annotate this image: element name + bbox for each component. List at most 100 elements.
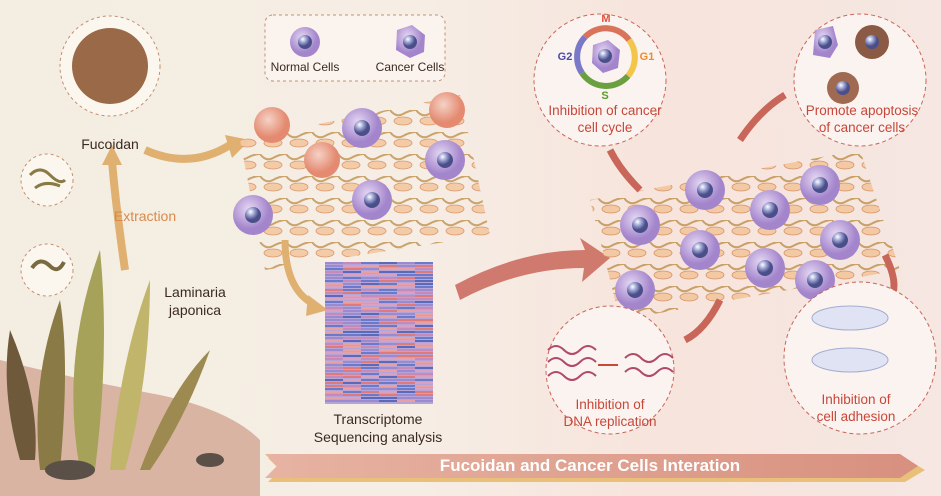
heatmap-cell	[343, 328, 361, 330]
heatmap-cell	[343, 334, 361, 336]
heatmap-cell	[361, 379, 379, 381]
heatmap-cell	[379, 400, 397, 402]
heatmap-cell	[379, 361, 397, 363]
heatmap-cell	[325, 352, 343, 354]
heatmap-cell	[415, 394, 433, 396]
phase-g1-label: G1	[639, 51, 655, 63]
heatmap-cell	[397, 283, 415, 285]
heatmap-cell	[361, 388, 379, 390]
heatmap-cell	[325, 310, 343, 312]
heatmap-cell	[415, 289, 433, 291]
heatmap-cell	[325, 391, 343, 393]
adhesion-label-line2: cell adhesion	[816, 409, 896, 424]
heatmap-cell	[361, 343, 379, 345]
heatmap-cell	[325, 322, 343, 324]
heatmap-cell	[361, 349, 379, 351]
heatmap-cell	[343, 388, 361, 390]
heatmap-cell	[325, 271, 343, 273]
heatmap-cell	[415, 397, 433, 399]
heatmap-cell	[397, 331, 415, 333]
extraction-label: Extraction	[113, 208, 177, 224]
heatmap-cell	[325, 400, 343, 402]
heatmap-cell	[415, 262, 433, 264]
heatmap-cell	[343, 310, 361, 312]
heatmap-cell	[415, 274, 433, 276]
heatmap-cell	[343, 286, 361, 288]
heatmap-cell	[343, 301, 361, 303]
heatmap-cell	[361, 355, 379, 357]
heatmap-cell	[415, 310, 433, 312]
heatmap-cell	[343, 355, 361, 357]
heatmap-cell	[343, 391, 361, 393]
heatmap-cell	[415, 316, 433, 318]
heatmap-cell	[379, 334, 397, 336]
nucleus-icon	[692, 242, 708, 258]
heatmap-cell	[397, 277, 415, 279]
heatmap-cell	[379, 355, 397, 357]
heatmap-cell	[343, 340, 361, 342]
heatmap-cell	[361, 301, 379, 303]
heatmap-cell	[343, 268, 361, 270]
heatmap-cell	[415, 379, 433, 381]
heatmap-cell	[415, 313, 433, 315]
heatmap-cell	[361, 370, 379, 372]
phase-m-label: M	[601, 13, 611, 25]
nucleus-icon	[832, 232, 848, 248]
heatmap-cell	[397, 361, 415, 363]
heatmap-cell	[343, 295, 361, 297]
heatmap-cell	[397, 286, 415, 288]
heatmap-cell	[343, 394, 361, 396]
fucoidan-powder-icon	[72, 28, 148, 104]
heatmap-cell	[325, 295, 343, 297]
heatmap-cell	[415, 301, 433, 303]
heatmap-cell	[415, 376, 433, 378]
phase-s-label: S	[601, 90, 609, 102]
heatmap-cell	[379, 397, 397, 399]
heatmap-cell	[343, 325, 361, 327]
heatmap-cell	[343, 352, 361, 354]
cell-cycle-label-line2: cell cycle	[577, 120, 633, 135]
heatmap-cell	[325, 334, 343, 336]
heatmap-cell	[361, 274, 379, 276]
heatmap-cell	[343, 283, 361, 285]
heatmap-cell	[325, 304, 343, 306]
heatmap-cell	[325, 328, 343, 330]
heatmap-cell	[361, 331, 379, 333]
heatmap-cell	[343, 292, 361, 294]
heatmap-cell	[379, 343, 397, 345]
laminaria-illustration	[0, 250, 260, 496]
heatmap-cell	[361, 397, 379, 399]
heatmap-cell	[325, 385, 343, 387]
heatmap-cell	[397, 328, 415, 330]
heatmap-cell	[379, 370, 397, 372]
banner	[265, 454, 925, 482]
heatmap-cell	[325, 265, 343, 267]
heatmap-cell	[343, 322, 361, 324]
heatmap-cell	[397, 349, 415, 351]
heatmap-cell	[415, 364, 433, 366]
heatmap-cell	[361, 358, 379, 360]
heatmap-cell	[325, 379, 343, 381]
heatmap-cell	[415, 304, 433, 306]
heatmap-cell	[415, 346, 433, 348]
heatmap-cell	[397, 370, 415, 372]
heatmap-cell	[379, 340, 397, 342]
heatmap-cell	[343, 316, 361, 318]
heatmap-cell	[361, 313, 379, 315]
heatmap-cell	[325, 307, 343, 309]
heatmap-cell	[325, 355, 343, 357]
heatmap-cell	[415, 334, 433, 336]
heatmap-cell	[397, 325, 415, 327]
heatmap-cell	[325, 292, 343, 294]
heatmap-cell	[415, 349, 433, 351]
heatmap-cell	[397, 391, 415, 393]
heatmap-cell	[415, 271, 433, 273]
heatmap-cell	[415, 328, 433, 330]
heatmap-cell	[343, 343, 361, 345]
heatmap-cell	[397, 304, 415, 306]
nucleus-icon	[632, 217, 648, 233]
heatmap-cell	[397, 310, 415, 312]
heatmap-cell	[415, 343, 433, 345]
heatmap-cell	[415, 265, 433, 267]
